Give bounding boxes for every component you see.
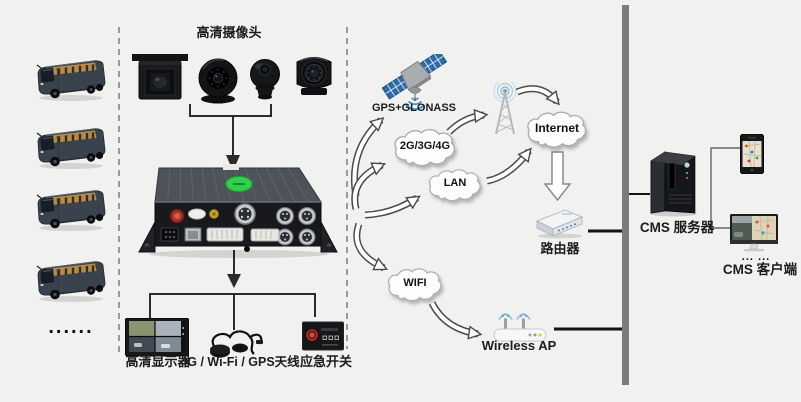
cloud-icon [428, 169, 481, 202]
bus-icon [33, 56, 111, 109]
camera-to-mdvr-arrowhead [226, 155, 240, 171]
cloud-icon [527, 111, 587, 148]
satellite-icon [381, 50, 448, 121]
antenna-label: 4G / Wi-Fi / GPS天线 [180, 355, 300, 369]
cms-server-label: CMS 服务器 [639, 220, 715, 235]
cloud-icon [394, 129, 456, 167]
rearview-camera-icon [132, 53, 188, 112]
side-camera-icon [293, 54, 335, 105]
arrow-to-lan [364, 195, 421, 219]
camera-section-title: 高清摄像头 [196, 25, 262, 40]
wireless-ap-label: Wireless AP [481, 338, 557, 353]
hd-display-label: 高清显示器 [125, 354, 191, 369]
mdvr-icon [135, 162, 343, 267]
internet-cloud-label: Internet [534, 120, 579, 135]
cms-server-icon [649, 149, 701, 222]
gps-glonass-label: GPS+GLONASS [371, 102, 457, 114]
arrow-to-cellular [351, 161, 387, 210]
router-icon [532, 204, 586, 247]
cms-client-label: CMS 客户端 [722, 262, 798, 277]
cloud-icon [387, 268, 442, 302]
arrow-to-wifi [353, 222, 389, 272]
dome-camera-icon [197, 54, 239, 111]
accessories-bracket [149, 293, 316, 320]
ball-camera-icon [247, 57, 283, 106]
wifi-cloud-label: WIFI [403, 276, 427, 289]
antenna-icon [206, 326, 266, 365]
bus-icon [33, 124, 111, 177]
lan-cloud: LAN [426, 167, 484, 205]
wireless-ap-icon [492, 306, 548, 351]
mdvr-to-accessories-arrowhead [227, 274, 241, 288]
arrow-cellular-to-tower [446, 108, 489, 135]
cellular-cloud-label: 2G/3G/4G [399, 139, 451, 152]
arrow-tower-to-internet [515, 85, 560, 106]
client-phone-icon [739, 133, 765, 179]
divider-bar [622, 5, 629, 385]
more-buses-ellipsis: ...... [48, 316, 94, 338]
arrow-wifi-to-ap [428, 301, 483, 340]
mdvr-av-connectors [276, 207, 316, 246]
client-bracket [710, 147, 741, 229]
camera-bracket [189, 104, 272, 117]
emergency-switch-icon [301, 320, 345, 357]
arrow-internet-to-router [543, 151, 572, 202]
arrow-lan-to-internet [486, 147, 532, 185]
wifi-cloud: WIFI [385, 266, 445, 305]
bus-icon [33, 257, 111, 310]
hd-display-icon [124, 317, 190, 365]
client-monitor-icon [730, 214, 778, 259]
emergency-switch-label: 应急开关 [299, 354, 352, 369]
bus-icon [33, 186, 111, 239]
lan-cloud-label: LAN [443, 177, 467, 189]
cell-tower-icon [486, 79, 524, 141]
more-clients-ellipsis: ... ... [741, 251, 771, 263]
cellular-cloud: 2G/3G/4G [391, 126, 459, 171]
internet-cloud: Internet [524, 109, 590, 152]
router-label: 路由器 [540, 241, 580, 256]
